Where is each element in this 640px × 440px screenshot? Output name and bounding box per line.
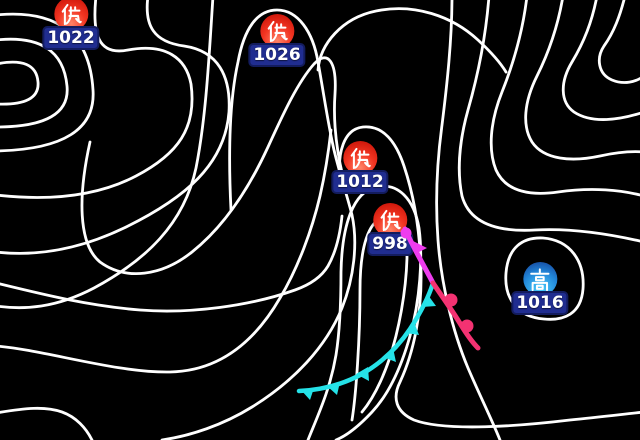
- isobar-line: [597, 0, 640, 84]
- warm-front-semicircle-icon: [460, 319, 474, 333]
- pressure-value: 1012: [333, 172, 387, 192]
- isobar-line: [0, 0, 231, 255]
- high-pressure-marker: 1016: [513, 262, 567, 313]
- low-pressure-marker: 1026: [250, 14, 304, 65]
- isobar-line: [435, 0, 502, 440]
- pressure-value: 1022: [44, 28, 98, 48]
- warm-front-semicircle-icon: [444, 293, 458, 307]
- cold-front: [296, 280, 436, 400]
- isobar-line: [0, 0, 215, 310]
- isobar-line: [316, 7, 508, 74]
- pressure-icon: [53, 0, 88, 31]
- pressure-icon: [342, 141, 377, 175]
- isobar-line: [524, 0, 640, 161]
- isobar-line: [0, 0, 194, 199]
- isobar-line: [0, 60, 40, 106]
- isobar-line: [489, 0, 640, 197]
- isobar-line: [457, 0, 640, 243]
- warm-front: [430, 280, 481, 351]
- cold-front-triangle-icon: [301, 388, 314, 400]
- isobar-line: [0, 214, 344, 313]
- pressure-icon: [259, 14, 294, 48]
- cold-front-triangle-icon: [422, 295, 436, 307]
- isobar-line: [306, 184, 423, 440]
- pressure-icon: [522, 262, 557, 296]
- low-pressure-marker: 1012: [333, 141, 387, 192]
- cold-front-triangle-icon: [327, 382, 340, 395]
- isobar-line: [160, 8, 357, 440]
- cold-front-triangle-icon: [406, 322, 419, 335]
- warm-front-line: [430, 280, 481, 351]
- low-pressure-marker: 1022: [44, 0, 98, 48]
- occluded-front-semicircle-icon: [400, 227, 412, 239]
- cold-front-triangle-icon: [356, 367, 369, 381]
- low-pressure-marker: 998: [369, 203, 411, 254]
- isobar-line: [80, 56, 345, 275]
- isobar-line: [0, 406, 94, 440]
- occluded-front: [400, 226, 436, 286]
- pressure-value: 1026: [250, 45, 304, 65]
- isobar-line: [0, 37, 69, 129]
- pressure-value: 1016: [513, 293, 567, 313]
- occluded-front-triangle-icon: [411, 240, 427, 253]
- isobar-line: [0, 128, 333, 374]
- cold-front-triangle-icon: [383, 348, 396, 362]
- pressure-value: 998: [369, 234, 411, 254]
- isobar-line: [337, 125, 640, 429]
- isobar-line: [561, 0, 640, 121]
- isobar-line: [0, 12, 95, 153]
